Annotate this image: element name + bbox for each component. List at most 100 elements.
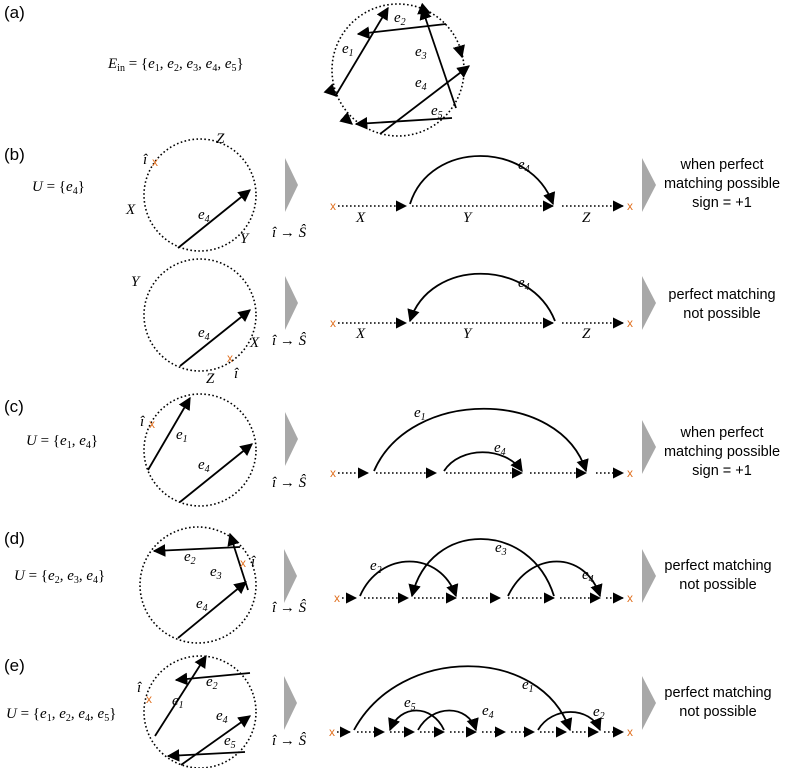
svg-text:x: x <box>149 417 155 431</box>
svg-text:Y: Y <box>240 231 250 247</box>
svg-text:e2: e2 <box>593 704 605 722</box>
svg-text:x: x <box>146 692 152 706</box>
e-subset: U = {e1, e2, e4, e5} <box>6 706 116 724</box>
svg-text:Z: Z <box>582 210 591 226</box>
c-subset: U = {e1, e4} <box>26 433 98 451</box>
svg-text:e4: e4 <box>482 703 494 721</box>
d-note: perfect matching not possible <box>664 558 771 593</box>
svg-text:x: x <box>627 725 633 739</box>
svg-text:when perfect: when perfect <box>679 157 763 173</box>
svg-text:e2: e2 <box>206 674 218 692</box>
panel-label-e: (e) <box>4 656 25 675</box>
b1-linear-graph: x x e4 X Y Z <box>330 155 633 226</box>
b1-arrow-triangle <box>285 158 298 212</box>
svg-text:e4: e4 <box>415 75 427 93</box>
panel-label-a: (a) <box>4 3 25 22</box>
svg-text:î: î <box>140 414 145 430</box>
c-result-triangle <box>642 420 656 474</box>
svg-text:X: X <box>355 210 366 226</box>
svg-text:not possible: not possible <box>679 577 756 593</box>
svg-text:x: x <box>152 155 158 169</box>
svg-text:e2: e2 <box>394 10 406 28</box>
svg-text:e2: e2 <box>370 558 382 576</box>
svg-text:e4: e4 <box>518 275 530 293</box>
svg-text:x: x <box>329 725 335 739</box>
svg-text:e4: e4 <box>582 567 594 585</box>
svg-text:e5: e5 <box>404 695 416 713</box>
b1-result-triangle <box>642 158 656 212</box>
svg-text:î: î <box>143 152 148 168</box>
svg-text:e4: e4 <box>494 440 506 458</box>
svg-text:X: X <box>355 326 366 342</box>
e-arrow-triangle <box>284 676 297 730</box>
svg-text:not possible: not possible <box>683 306 760 322</box>
svg-text:perfect matching: perfect matching <box>664 558 771 574</box>
e-circle-graph: î x e1 e2 e4 e5 <box>137 654 257 768</box>
e-result-triangle <box>642 676 656 730</box>
svg-text:Z: Z <box>216 131 225 147</box>
b-subset: U = {e4} <box>32 179 85 197</box>
d-circle-graph: e2 e3 e4 x î <box>139 526 257 644</box>
e-linear-graph: x x e1 e5 e4 e2 <box>329 665 633 739</box>
a-circle-graph: e1 e2 e3 e4 e5 <box>323 2 471 137</box>
svg-text:e1: e1 <box>414 405 426 423</box>
svg-text:x: x <box>627 316 633 330</box>
b2-result-triangle <box>642 276 656 330</box>
d-subset: U = {e2, e3, e4} <box>14 568 105 586</box>
d-arrow-triangle <box>284 549 297 603</box>
svg-text:e4: e4 <box>198 457 210 475</box>
svg-text:Z: Z <box>206 371 215 387</box>
svg-text:perfect matching: perfect matching <box>668 287 775 303</box>
c-arrow-triangle <box>285 412 298 466</box>
svg-text:î: î <box>137 680 142 696</box>
svg-text:e4: e4 <box>198 325 210 343</box>
svg-text:e4: e4 <box>198 207 210 225</box>
svg-text:x: x <box>240 556 246 570</box>
svg-text:x: x <box>227 351 233 365</box>
svg-text:e1: e1 <box>342 41 354 59</box>
e-transform: î → Ŝ <box>272 732 307 749</box>
svg-text:e4: e4 <box>216 708 228 726</box>
e-note: perfect matching not possible <box>664 685 771 720</box>
c-circle-graph: î x e1 e4 <box>140 393 257 507</box>
svg-text:e5: e5 <box>224 733 236 751</box>
svg-text:e4: e4 <box>196 596 208 614</box>
b2-circle-graph: Y e4 X Z x î <box>131 258 260 387</box>
b1-circle-graph: î x Z X Y e4 <box>125 131 257 252</box>
panel-label-c: (c) <box>4 397 24 416</box>
svg-text:x: x <box>330 466 336 480</box>
b2-arrow-triangle <box>285 276 298 330</box>
svg-text:e3: e3 <box>210 564 222 582</box>
svg-text:X: X <box>249 335 260 351</box>
svg-text:x: x <box>330 316 336 330</box>
svg-text:x: x <box>627 199 633 213</box>
svg-text:x: x <box>330 199 336 213</box>
d-result-triangle <box>642 549 656 603</box>
svg-text:e1: e1 <box>176 427 188 445</box>
svg-text:î: î <box>234 366 239 382</box>
svg-text:matching possible: matching possible <box>664 176 780 192</box>
svg-text:X: X <box>125 202 136 218</box>
svg-text:e2: e2 <box>184 549 196 567</box>
svg-text:when perfect: when perfect <box>679 425 763 441</box>
svg-text:Y: Y <box>131 274 141 290</box>
svg-text:x: x <box>334 591 340 605</box>
c-transform: î → Ŝ <box>272 474 307 491</box>
svg-text:e3: e3 <box>415 44 427 62</box>
b1-note: when perfect matching possible sign = +1 <box>664 157 780 211</box>
svg-text:x: x <box>627 591 633 605</box>
d-transform: î → Ŝ <box>272 599 307 616</box>
svg-text:Y: Y <box>463 326 473 342</box>
svg-text:not possible: not possible <box>679 704 756 720</box>
svg-text:Y: Y <box>463 210 473 226</box>
b2-linear-graph: x x e4 X Y Z <box>330 272 633 342</box>
svg-text:x: x <box>627 466 633 480</box>
panel-label-d: (d) <box>4 529 25 548</box>
svg-text:e3: e3 <box>495 540 507 558</box>
b1-transform: î → Ŝ <box>272 224 307 241</box>
svg-text:e1: e1 <box>522 677 534 695</box>
c-linear-graph: x x e1 e4 <box>330 405 633 480</box>
a-equation: Ein = {e1, e2, e3, e4, e5} <box>107 56 244 74</box>
svg-text:î: î <box>251 554 256 570</box>
